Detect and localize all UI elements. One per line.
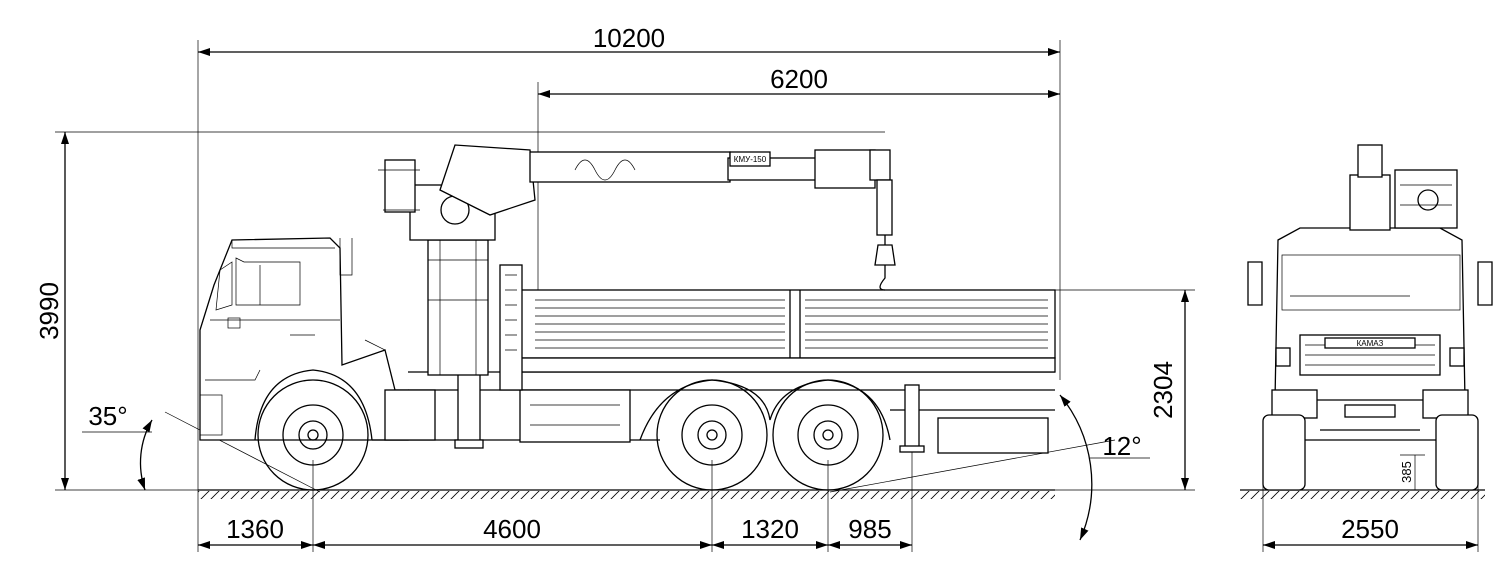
front-view: 2550 385 КАМАЗ — [1240, 144, 1493, 552]
departure-angle-label: 12° — [1102, 431, 1141, 461]
crane-model-plate: КМУ-150 — [734, 155, 767, 164]
crane-column — [378, 159, 496, 376]
overall-width-label: 2550 — [1341, 514, 1399, 544]
dim-bogie-spacing: 1320 — [712, 514, 828, 549]
crane-boom: КМУ-150 — [439, 144, 896, 291]
middle-wheel — [656, 379, 768, 491]
wheelbase-label: 4600 — [483, 514, 541, 544]
front-axle — [1305, 429, 1436, 441]
front-cab: КАМАЗ — [1247, 227, 1493, 419]
front-wheel — [257, 379, 369, 491]
bogie-spacing-label: 1320 — [741, 514, 799, 544]
dim-ground-clearance: 385 — [1399, 454, 1425, 490]
extension-lines — [55, 40, 1195, 552]
rear-wheel — [772, 379, 884, 491]
dim-platform-height: 2304 — [1148, 290, 1189, 490]
crane-to-rear-label: 6200 — [770, 64, 828, 94]
approach-angle-label: 35° — [88, 401, 127, 431]
front-crane — [1349, 144, 1458, 231]
dim-wheelbase: 4600 — [313, 514, 712, 549]
dim-crane-to-rear: 6200 — [538, 64, 1060, 98]
dim-front-overhang: 1360 — [198, 514, 313, 549]
ground-line — [198, 489, 1055, 499]
front-right-wheel — [1435, 414, 1479, 491]
dim-rear-overhang: 985 — [828, 514, 912, 549]
side-view: 10200 6200 1360 4600 1320 985 3990 — [34, 23, 1195, 552]
front-left-wheel — [1262, 414, 1306, 491]
rear-overhang-label: 985 — [848, 514, 891, 544]
overall-length-label: 10200 — [593, 23, 665, 53]
approach-angle: 35° — [82, 401, 321, 493]
cargo-platform — [499, 264, 1056, 391]
overall-height-label: 3990 — [34, 282, 64, 340]
brand-plate: КАМАЗ — [1357, 339, 1384, 348]
departure-angle: 12° — [829, 394, 1150, 541]
dim-overall-height: 3990 — [34, 132, 69, 490]
dim-overall-length: 10200 — [198, 23, 1060, 56]
front-overhang-label: 1360 — [226, 514, 284, 544]
ground-clearance-label: 385 — [1399, 461, 1414, 483]
truck-cab — [199, 237, 409, 441]
front-ground-line — [1240, 489, 1485, 499]
platform-height-label: 2304 — [1148, 361, 1178, 419]
dim-overall-width: 2550 — [1263, 514, 1478, 549]
front-wheel-arch — [254, 369, 373, 441]
